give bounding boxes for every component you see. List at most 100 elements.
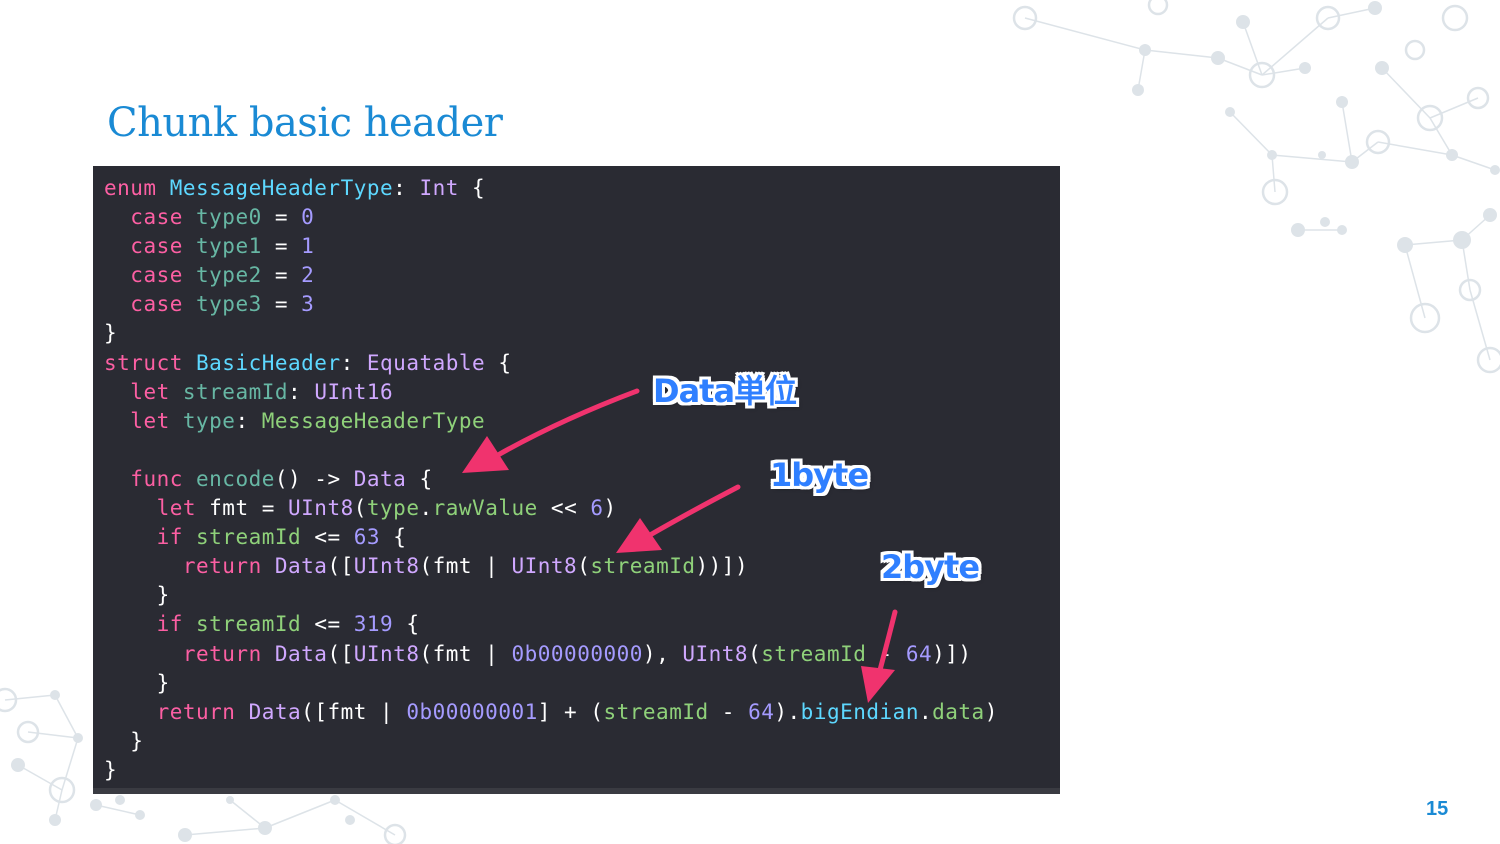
code-token: data [932,699,985,724]
code-token: Data [274,641,328,666]
code-token: 6 [590,496,604,521]
code-token: UInt8 [511,554,578,579]
arrow-to-uint8-streamid [616,484,741,553]
code-token: ), [642,641,683,666]
code-line: func encode() -> Data { [104,465,998,494]
code-token: { [393,612,420,637]
code-token: streamId [196,612,302,637]
code-token: return [182,554,275,579]
code-token: if [156,612,197,637]
code-token: : [340,350,367,375]
code-token: struct [104,350,197,375]
code-token: { [458,176,486,200]
code-token: = [261,292,302,317]
code-token: let [130,379,183,404]
code-line: let fmt = UInt8(type.rawValue << 6) [104,494,998,523]
code-token: streamId [590,554,696,579]
code-token: case [130,292,197,317]
code-line: case type2 = 2 [104,261,998,290]
code-token: Data [353,466,407,491]
code-token: : [288,379,315,404]
code-token: } [104,321,118,346]
code-line: enum MessageHeaderType: Int { [104,174,998,203]
code-token: UInt8 [682,641,749,666]
code-token: 64 [905,641,933,666]
code-token: streamId [182,379,289,404]
code-token: type [366,496,420,521]
swift-code-block: enum MessageHeaderType: Int { case type0… [104,174,998,785]
code-token: return [182,641,275,666]
code-token: type1 [196,234,262,259]
code-token: streamId [603,699,709,724]
code-token: 3 [301,292,315,317]
code-token: type3 [196,292,262,317]
code-token: ( [577,554,591,579]
code-token: = [261,263,302,288]
code-token: UInt8 [353,554,420,579]
code-token: )]) [932,641,972,666]
code-token: streamId [761,641,867,666]
code-line: case type1 = 1 [104,232,998,261]
code-token: ) [984,699,998,724]
code-token: = [261,205,302,230]
code-screenshot: enum MessageHeaderType: Int { case type0… [93,166,1060,794]
code-token: BasicHeader [196,350,341,375]
code-token: 0b00000001 [406,699,538,724]
code-token: Equatable [366,350,486,375]
arrow-to-data-return-type [462,388,640,473]
code-line: return Data([UInt8(fmt | 0b00000000), UI… [104,640,998,669]
code-token: streamId [196,525,302,550]
code-token: fmt = [209,496,289,521]
code-token: bigEndian [800,699,919,724]
code-token: ) [603,496,617,521]
code-token: { [485,350,512,375]
slide-title: Chunk basic header [107,100,503,146]
code-token: (fmt | [419,641,512,666]
code-token: let [130,408,183,433]
code-token: case [130,263,197,288]
code-line: if streamId <= 319 { [104,610,998,639]
code-token: UInt8 [288,496,354,521]
code-token: : [393,176,420,200]
code-token: case [130,234,197,259]
code-token: if [156,525,197,550]
code-token: } [104,670,170,695]
code-token: func [130,466,197,491]
code-token: UInt16 [314,379,394,404]
code-line: } [104,727,998,756]
code-line: } [104,756,998,785]
code-token: ( [748,641,762,666]
code-line: case type0 = 0 [104,203,998,232]
code-token: (fmt | [419,554,512,579]
code-token: ([fmt | [301,699,407,724]
code-token: 0b00000000 [511,641,643,666]
callout-2byte: 2byte [881,548,980,586]
code-token: = [261,234,302,259]
code-line: } [104,669,998,698]
code-token: : [235,408,262,433]
code-token: 64 [748,699,775,724]
code-token: . [918,699,933,724]
code-token: MessageHeaderType [169,176,394,200]
code-token: 0 [301,205,315,230]
code-token: type2 [196,263,262,288]
code-line: return Data([fmt | 0b00000001] + (stream… [104,698,998,727]
code-token: . [419,496,433,521]
code-token: UInt8 [353,641,420,666]
code-token: << [537,496,591,521]
code-token: 319 [353,612,394,637]
code-line: let type: MessageHeaderType [104,407,998,436]
code-token: { [380,525,407,550]
code-line: } [104,581,998,610]
code-token: enum [104,176,170,200]
code-token: 63 [353,525,381,550]
code-token: encode [196,466,275,491]
code-token: 1 [301,234,315,259]
code-token: } [104,728,144,753]
callout-1byte: 1byte [770,456,869,494]
code-token: case [130,205,197,230]
code-token: type [182,408,236,433]
code-line: case type3 = 3 [104,290,998,319]
code-line: struct BasicHeader: Equatable { [104,349,998,378]
